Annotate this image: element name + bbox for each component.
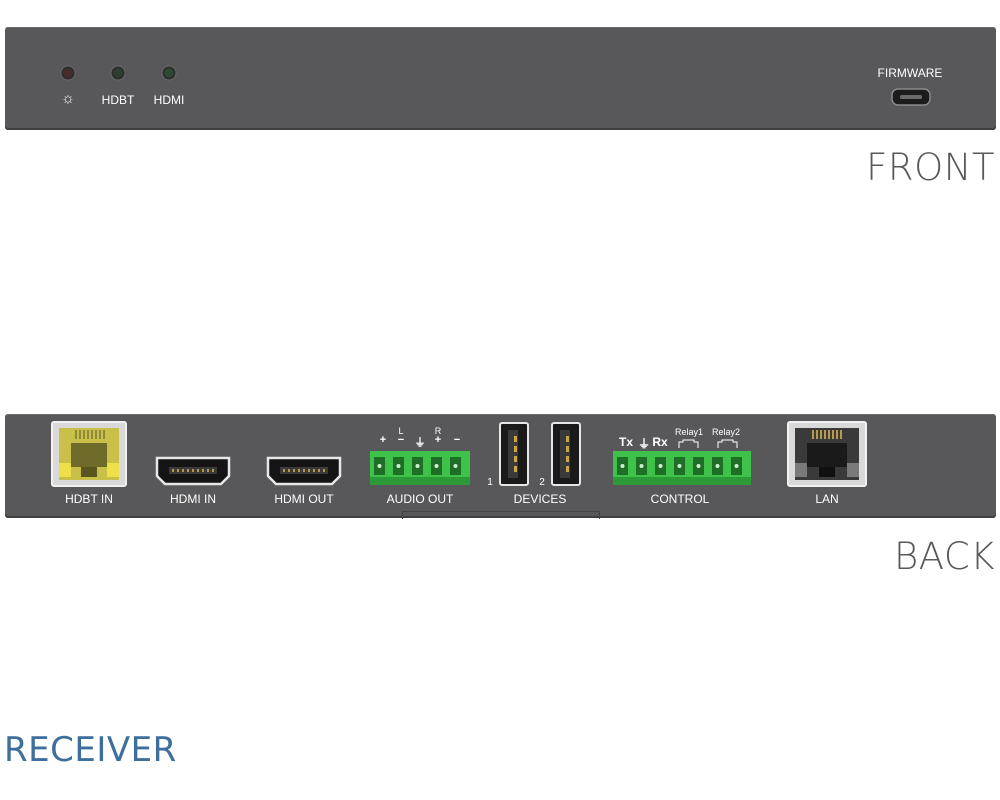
back-view-label: BACK xyxy=(894,535,995,578)
hdmi-in-label: HDMI IN xyxy=(170,492,216,506)
audio-terminal-plus-l: + xyxy=(379,434,387,446)
hdbt-led xyxy=(111,66,125,80)
back-panel: HDBT IN HDMI IN HDMI OUT L R + − ⏚ + − xyxy=(5,414,996,519)
control-terminal-ground: ⏚ xyxy=(637,437,651,451)
hdbt-in-label: HDBT IN xyxy=(65,492,113,506)
control-label: CONTROL xyxy=(650,492,710,506)
control-terminal-block[interactable] xyxy=(613,451,751,485)
front-view-label: FRONT xyxy=(866,146,995,189)
audio-terminal-minus-l: − xyxy=(397,434,405,446)
control-terminal-tx: Tx xyxy=(618,435,634,449)
hdbt-in-rj45-port[interactable] xyxy=(51,421,127,487)
hdmi-led-label: HDMI xyxy=(153,93,185,107)
front-panel: ☼ HDBT HDMI FIRMWARE xyxy=(5,27,996,130)
usb-device-port-1[interactable] xyxy=(499,422,529,486)
power-led xyxy=(61,66,75,80)
usb-device-port-2[interactable] xyxy=(551,422,581,486)
firmware-label: FIRMWARE xyxy=(877,66,943,80)
hdmi-led xyxy=(162,66,176,80)
devices-port-1-label: 1 xyxy=(487,477,493,488)
audio-out-label: AUDIO OUT xyxy=(386,492,454,506)
hdmi-out-label: HDMI OUT xyxy=(274,492,334,506)
control-terminal-rx: Rx xyxy=(652,435,668,449)
audio-terminal-ground: ⏚ xyxy=(414,437,426,449)
hdmi-out-port[interactable] xyxy=(266,456,342,486)
audio-terminal-plus-r: + xyxy=(434,434,442,446)
lan-rj45-port[interactable] xyxy=(787,421,867,487)
bottom-seam xyxy=(402,511,600,519)
audio-channel-left-label: L xyxy=(398,426,404,436)
devices-port-2-label: 2 xyxy=(539,477,545,488)
relay1-label: Relay1 xyxy=(674,427,704,437)
hdmi-in-port[interactable] xyxy=(155,456,231,486)
devices-label: DEVICES xyxy=(513,492,567,506)
hdbt-led-label: HDBT xyxy=(101,93,135,107)
audio-channel-right-label: R xyxy=(434,426,442,436)
audio-terminal-minus-r: − xyxy=(453,434,461,446)
firmware-usb-port[interactable] xyxy=(891,88,931,106)
power-icon: ☼ xyxy=(61,90,75,107)
audio-out-terminal-block[interactable] xyxy=(370,451,470,485)
product-label: RECEIVER xyxy=(4,730,177,770)
relay-symbols xyxy=(678,439,738,448)
lan-label: LAN xyxy=(815,492,839,506)
relay2-label: Relay2 xyxy=(711,427,741,437)
